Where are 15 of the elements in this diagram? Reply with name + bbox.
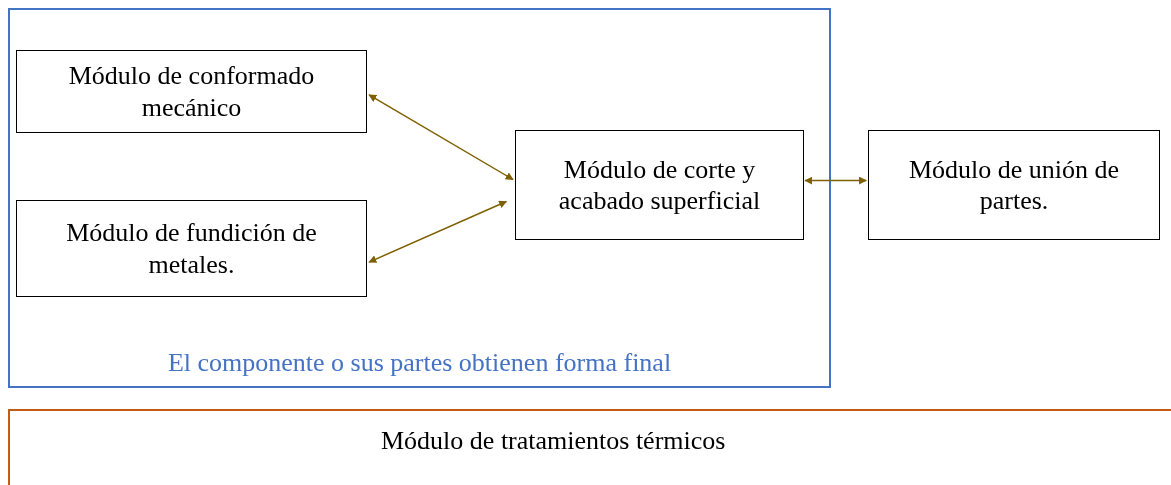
module-box <box>16 50 367 133</box>
double-arrow <box>368 200 508 263</box>
module-box <box>16 200 367 297</box>
module-label: Módulo de conformado mecánico <box>67 60 316 123</box>
double-arrow <box>368 94 514 181</box>
group-title: El componente o sus partes obtienen forma final <box>167 346 672 378</box>
module-label: Módulo de tratamientos térmicos <box>381 425 726 457</box>
module-box <box>868 130 1160 240</box>
double-arrow <box>804 176 868 185</box>
module-label: Módulo de fundición de metales. <box>65 217 318 280</box>
group-frame <box>8 8 831 388</box>
module-box <box>515 130 804 240</box>
module-label: Módulo de corte y acabado superficial <box>557 153 762 217</box>
module-label: Módulo de unión de partes. <box>907 153 1121 217</box>
module-band <box>8 409 1171 485</box>
